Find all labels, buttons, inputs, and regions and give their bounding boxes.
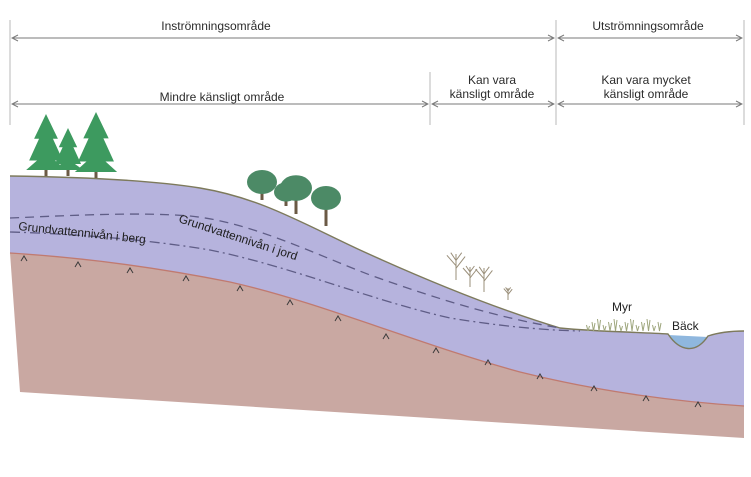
bog-grass-tuft: [657, 321, 662, 332]
bog-grass-tuft: [641, 321, 645, 332]
conifer-tree: [74, 112, 118, 178]
outflow-area-label: Utströmningsområde: [592, 19, 704, 33]
bog-grass-tuft: [630, 318, 634, 332]
deciduous-tree: [274, 182, 298, 206]
maybe-sensitive-label-1: Kan vara: [468, 73, 516, 87]
bedrock-mark: [74, 261, 82, 268]
bedrock-surface-line: [9, 252, 745, 407]
bog-grass-tuft: [613, 318, 618, 332]
conifer-trees: [26, 112, 118, 178]
bedrock-mark: [236, 285, 244, 292]
bare-shrub: [462, 265, 478, 287]
conifer-tree: [52, 128, 84, 176]
maybe-sensitive-label-2: känsligt område: [450, 87, 535, 101]
bedrock-mark: [334, 315, 342, 322]
bedrock-mark: [642, 395, 650, 402]
bare-shrub: [446, 252, 466, 280]
ground-surface-line: [9, 175, 745, 350]
deciduous-tree: [311, 186, 341, 226]
bog-grass-tuft: [602, 324, 607, 332]
bog-grass-tuft: [646, 318, 651, 332]
bog-grass-tuft: [591, 321, 596, 332]
bedrock-mark: [432, 347, 440, 354]
bog-grass-tuft: [608, 321, 612, 332]
bedrock-mark: [694, 401, 702, 408]
inflow-area-label: Inströmningsområde: [161, 19, 271, 33]
bog-grass-tuft: [619, 324, 623, 332]
bedrock-hatch-marks: [20, 255, 702, 408]
less-sensitive-label: Mindre känsligt område: [160, 90, 285, 104]
bare-shrub: [475, 266, 493, 292]
bedrock-mark: [286, 299, 294, 306]
very-sensitive-label-2: känsligt område: [604, 87, 689, 101]
groundwater-level-rock-line: [9, 231, 581, 332]
bare-shrub: [503, 287, 513, 300]
bedrock-mark: [182, 275, 190, 282]
very-sensitive-label-1: Kan vara mycket: [601, 73, 691, 87]
deciduous-tree: [247, 170, 277, 200]
bedrock-mark: [536, 373, 544, 380]
bog-vegetation: [586, 318, 662, 332]
bog-grass-tuft: [586, 324, 590, 332]
bedrock-layer: [10, 253, 744, 438]
bog-grass-tuft: [635, 324, 640, 332]
bedrock-mark: [20, 255, 28, 262]
bedrock-mark: [590, 385, 598, 392]
bog-grass-tuft: [624, 321, 629, 332]
bog-grass-tuft: [597, 318, 601, 332]
stream-label: Bäck: [672, 319, 700, 333]
bog-label: Myr: [612, 300, 632, 314]
bare-shrubs: [446, 252, 513, 300]
bog-grass-tuft: [652, 324, 656, 332]
bedrock-mark: [126, 267, 134, 274]
soil-layer: [10, 176, 744, 406]
conifer-tree: [26, 114, 66, 176]
bedrock-mark: [382, 333, 390, 340]
deciduous-trees: [247, 170, 341, 226]
bedrock-mark: [484, 359, 492, 366]
